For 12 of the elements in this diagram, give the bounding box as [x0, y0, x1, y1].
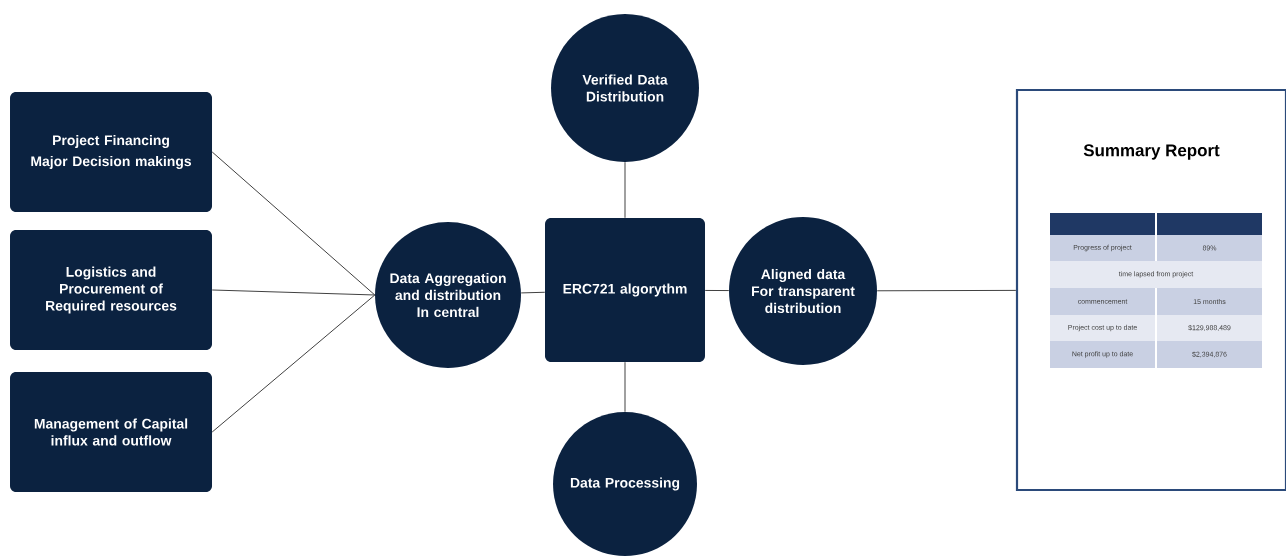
- process-box: Management of Capital influx and outflow: [10, 372, 212, 492]
- connector-line: [211, 289, 376, 296]
- connector-line: [211, 294, 376, 433]
- process-box: Project Financing Major Decision makings: [10, 92, 212, 212]
- process-box: ERC721 algorythm: [545, 218, 705, 362]
- process-box: Logistics and Procurement of Required resources: [10, 230, 212, 350]
- connector-line: [520, 291, 546, 294]
- connector-line: [624, 361, 626, 413]
- connector-line: [704, 289, 730, 292]
- connector-line: [876, 289, 1017, 292]
- connector-line: [211, 151, 376, 296]
- connector-line: [624, 161, 626, 219]
